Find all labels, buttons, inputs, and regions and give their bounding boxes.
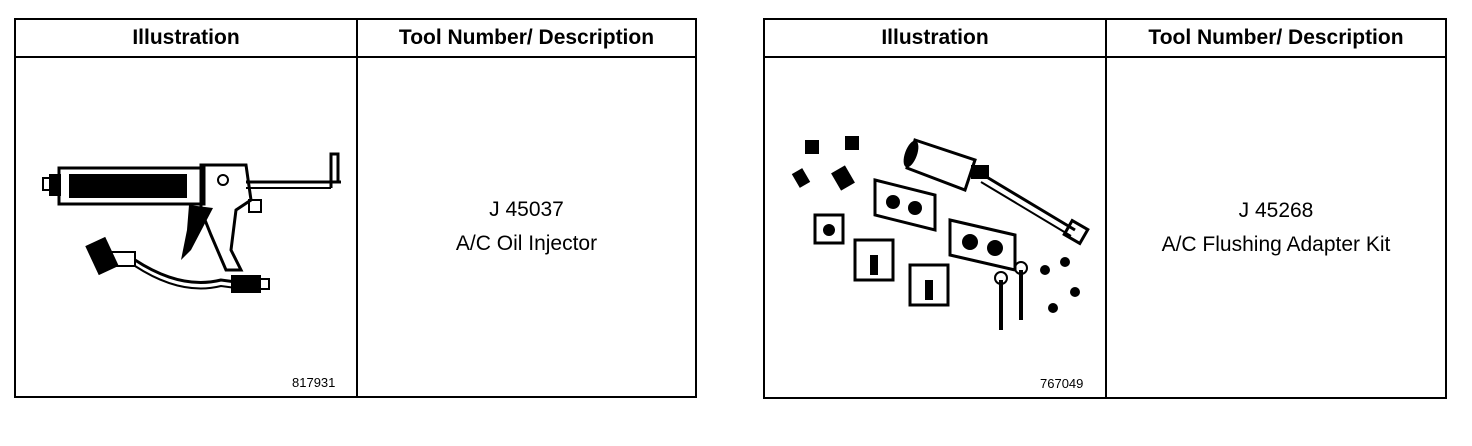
column-divider <box>1105 20 1107 397</box>
figure-number: 767049 <box>1040 376 1084 391</box>
tool-description: J 45037 A/C Oil Injector <box>358 58 695 396</box>
tool-table-oil-injector: Illustration Tool Number/ Description 81… <box>14 18 697 398</box>
tool-number: J 45268 <box>1238 198 1314 222</box>
tool-name: A/C Oil Injector <box>455 232 598 255</box>
header-tool-description: Tool Number/ Description <box>358 20 695 58</box>
tool-number: J 45037 <box>489 198 564 221</box>
header-tool-description: Tool Number/ Description <box>1107 20 1445 58</box>
figure-number: 817931 <box>292 375 336 390</box>
header-illustration: Illustration <box>765 20 1105 58</box>
flushing-adapter-kit-icon <box>791 136 1090 330</box>
tool-name: A/C Flushing Adapter Kit <box>1161 232 1391 256</box>
header-illustration: Illustration <box>16 20 356 58</box>
column-divider <box>356 20 358 396</box>
oil-injector-gun-icon <box>42 152 341 293</box>
tool-table-flushing-adapter-kit: Illustration Tool Number/ Description <box>763 18 1447 399</box>
tool-description: J 45268 A/C Flushing Adapter Kit <box>1107 58 1445 397</box>
